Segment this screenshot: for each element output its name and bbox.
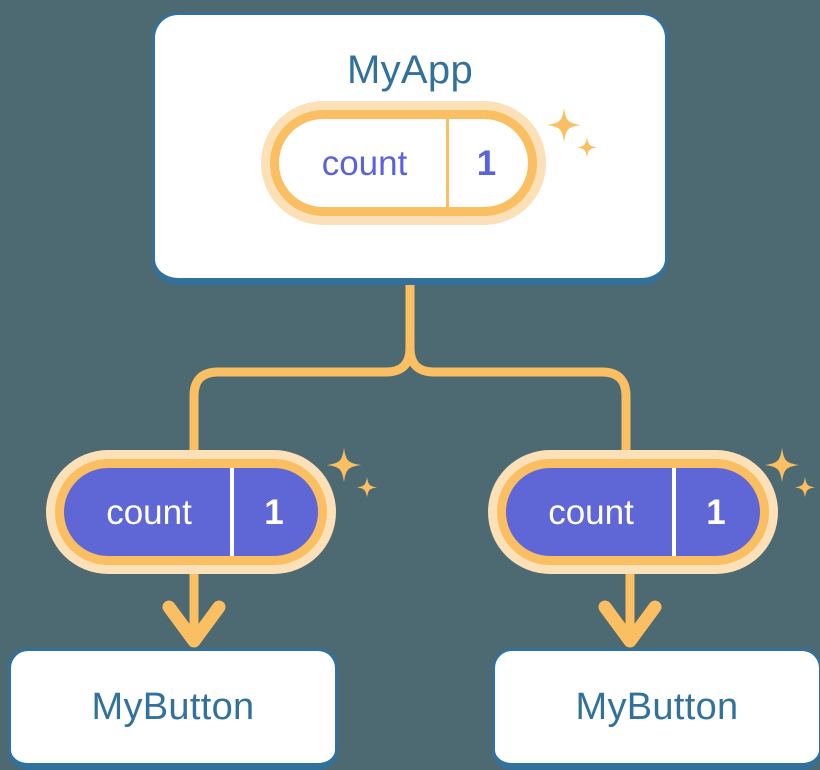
state-pill-mybutton-right[interactable]: count 1 [497,459,769,565]
state-pill-myapp[interactable]: count 1 [270,110,537,216]
state-value-label: 1 [446,119,528,207]
state-pill-mybutton-left[interactable]: count 1 [55,459,327,565]
state-value-label: 1 [230,468,318,556]
component-title: MyButton [575,686,739,728]
state-key-label: count [321,143,408,183]
component-card-mybutton-left[interactable]: MyButton [8,648,338,770]
sparkle-icon [327,448,377,498]
state-key-label: count [106,492,192,532]
component-title: MyButton [91,686,255,728]
state-key-label: count [548,492,634,532]
state-value-label: 1 [672,468,760,556]
page-title: MyApp [347,48,473,92]
component-card-mybutton-right[interactable]: MyButton [492,648,820,770]
